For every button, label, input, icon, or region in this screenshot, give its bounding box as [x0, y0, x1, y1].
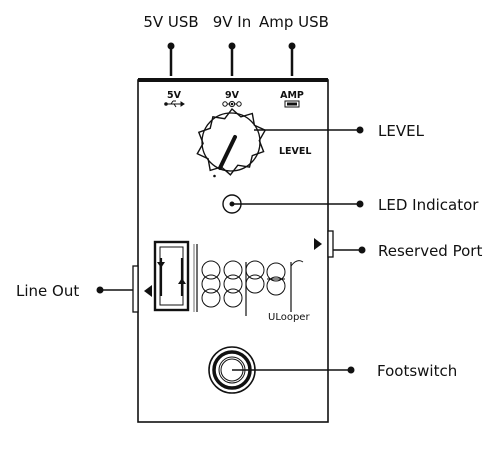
callout-level: LEVEL: [378, 122, 425, 140]
callout-reserved-line: [333, 246, 366, 254]
callout-level-line: [254, 126, 364, 134]
callout-line-out: Line Out: [16, 282, 79, 300]
line-out-jack[interactable]: [132, 265, 152, 313]
label-amp-usb: Amp USB: [259, 13, 329, 31]
line-out-arrow-icon: [144, 285, 152, 297]
brand-name: ULooper: [268, 312, 310, 323]
callout-reserved-port: Reserved Port: [378, 242, 482, 260]
level-knob[interactable]: [196, 107, 267, 178]
panel-label-5v: 5V: [167, 90, 182, 101]
panel-label-9v: 9V: [225, 90, 240, 101]
connector-amp-usb: [288, 42, 296, 76]
knob-label-level: LEVEL: [279, 146, 311, 157]
dc-polarity-icon: [222, 100, 242, 108]
callout-led-line: [232, 200, 364, 208]
callout-footswitch: Footswitch: [377, 362, 457, 380]
panel-label-amp: AMP: [280, 90, 304, 101]
callout-lineout-line: [96, 286, 133, 294]
reserved-port-jack[interactable]: [314, 230, 334, 258]
connector-9v-in: [228, 42, 236, 76]
knob-pointer: [218, 135, 237, 170]
label-9v-in: 9V In: [213, 13, 252, 31]
knob-min-mark: [213, 174, 216, 178]
reserved-port-arrow-icon: [314, 238, 322, 250]
label-5v-usb: 5V USB: [143, 13, 198, 31]
connector-5v-usb: [167, 42, 175, 76]
callout-footswitch-line: [232, 366, 355, 374]
usb-icon: [164, 100, 185, 108]
callout-led-indicator: LED Indicator: [378, 196, 479, 214]
usb-port-icon: [284, 100, 300, 108]
ulooper-logo: [153, 240, 304, 316]
